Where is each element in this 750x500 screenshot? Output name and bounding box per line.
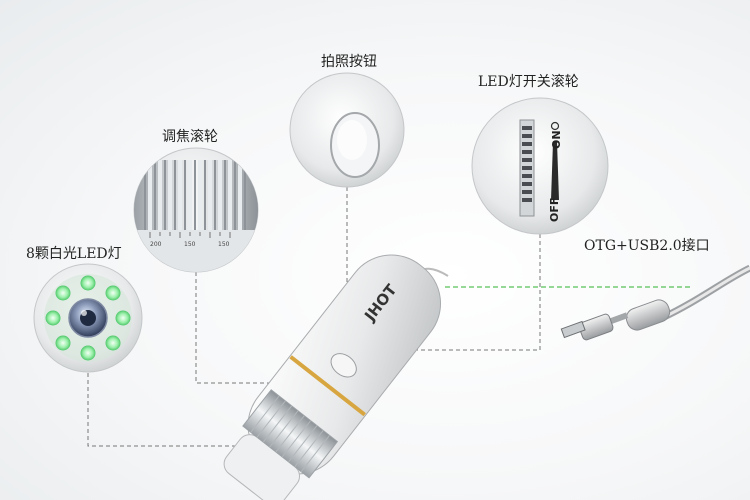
leader-led-lights: [87, 345, 238, 447]
leader-focus-wheel: [195, 272, 290, 384]
callout-led-switch-wheel: LED灯开关滚轮: [478, 74, 579, 90]
callout-white-leds: 8颗白光LED灯: [26, 246, 122, 262]
brightness-wedge: [551, 142, 559, 200]
led-off-label: OFF: [548, 198, 561, 222]
microscope-body: [223, 254, 442, 500]
focus-scale-label: 150: [218, 241, 230, 248]
sun-icon: [550, 121, 560, 131]
bubble-led-wheel: ON OFF: [471, 97, 609, 235]
bubble-focus-wheel: 200 150 150: [133, 147, 259, 273]
focus-scale-label: 150: [184, 241, 196, 248]
leader-led-wheel: [400, 234, 541, 351]
focus-scale-label: 200: [150, 241, 162, 248]
usb-cable: [560, 264, 750, 341]
callout-focus-wheel: 调焦滚轮: [162, 129, 218, 145]
white-led-lights: [45, 275, 131, 361]
led-on-label: ON: [550, 130, 563, 149]
callout-otg-usb: OTG+USB2.0接口: [584, 238, 710, 254]
bubble-shutter-button: [289, 72, 405, 188]
bubble-led-ring: [33, 263, 143, 373]
callout-shutter-button: 拍照按钮: [321, 54, 377, 70]
